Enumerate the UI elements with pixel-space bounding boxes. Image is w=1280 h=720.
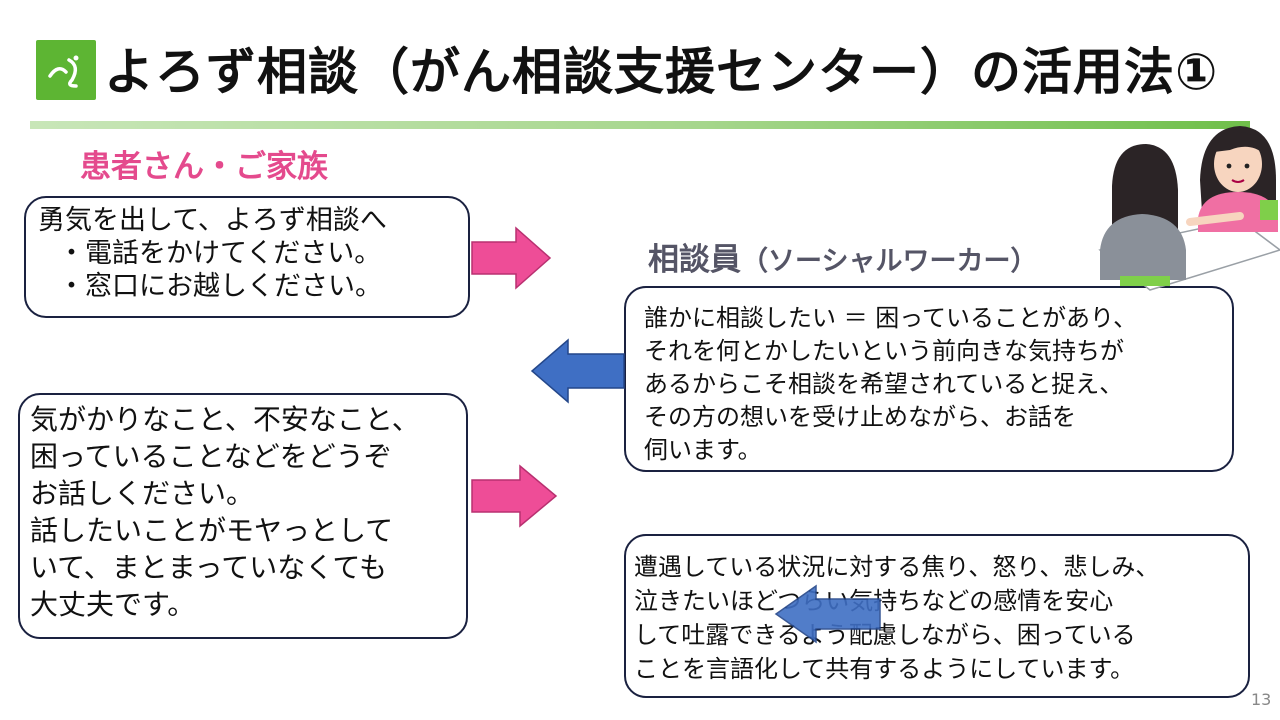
text-line: いて、まとまっていなくても <box>30 551 388 584</box>
slide-title: よろず相談（がん相談支援センター）の活用法① <box>104 43 1219 101</box>
counselor-heading-main: 相談員 <box>648 242 741 278</box>
consultation-illustration <box>1090 100 1280 300</box>
patient-message-box-1: 勇気を出して、よろず相談へ ・電話をかけてください。 ・窓口にお越しください。 <box>24 196 470 318</box>
counselor-message-box-1: 誰かに相談したい ＝ 困っていることがあり、 それを何とかしたいという前向きな気… <box>624 286 1234 472</box>
text-line: 誰かに相談したい ＝ 困っていることがあり、 <box>644 304 1138 332</box>
text-line: 気がかりなこと、不安なこと、 <box>30 403 420 436</box>
counselor-message-box-2: 遭遇している状況に対する焦り、怒り、悲しみ、 泣きたいほどつらい気持ちなどの感情… <box>624 534 1250 698</box>
text-line: 伺います。 <box>644 436 762 464</box>
counselor-heading: 相談員（ソーシャルワーカー） <box>648 238 1037 282</box>
text-line: それを何とかしたいという前向きな気持ちが <box>644 337 1124 365</box>
right-arrow-icon <box>470 464 558 528</box>
text-line: 勇気を出して、よろず相談へ <box>38 205 387 236</box>
text-line: 大丈夫です。 <box>30 588 196 621</box>
text-line: お話しください。 <box>30 477 255 510</box>
list-item: ・窓口にお越しください。 <box>58 271 382 302</box>
left-arrow-icon <box>774 584 882 644</box>
text-line: あるからこそ相談を希望されていると捉え、 <box>644 370 1124 398</box>
speech-swirl-icon <box>48 55 79 88</box>
counselor-heading-paren: （ソーシャルワーカー） <box>741 246 1038 277</box>
right-arrow-icon <box>470 226 552 290</box>
logo-mark <box>36 40 96 100</box>
page-number: 13 <box>1251 690 1272 709</box>
text-line: して吐露できるよう配慮しながら、困っている <box>634 621 1136 649</box>
text-line: 泣きたいほどつらい気持ちなどの感情を安心 <box>634 584 1242 618</box>
list-item: ・電話をかけてください。 <box>58 238 382 269</box>
patient-message-box-2: 気がかりなこと、不安なこと、 困っていることなどをどうぞ お話しください。 話し… <box>18 393 468 639</box>
text-line: 遭遇している状況に対する焦り、怒り、悲しみ、 <box>634 553 1160 581</box>
patient-family-heading: 患者さん・ご家族 <box>80 149 328 185</box>
text-line: ことを言語化して共有するようにしています。 <box>634 655 1135 683</box>
left-arrow-icon <box>530 338 626 404</box>
title-divider <box>30 121 1250 129</box>
text-line: その方の想いを受け止めながら、お話を <box>644 403 1076 431</box>
text-line: 話したいことがモヤっとして <box>30 514 394 547</box>
text-line: 困っていることなどをどうぞ <box>30 440 392 473</box>
